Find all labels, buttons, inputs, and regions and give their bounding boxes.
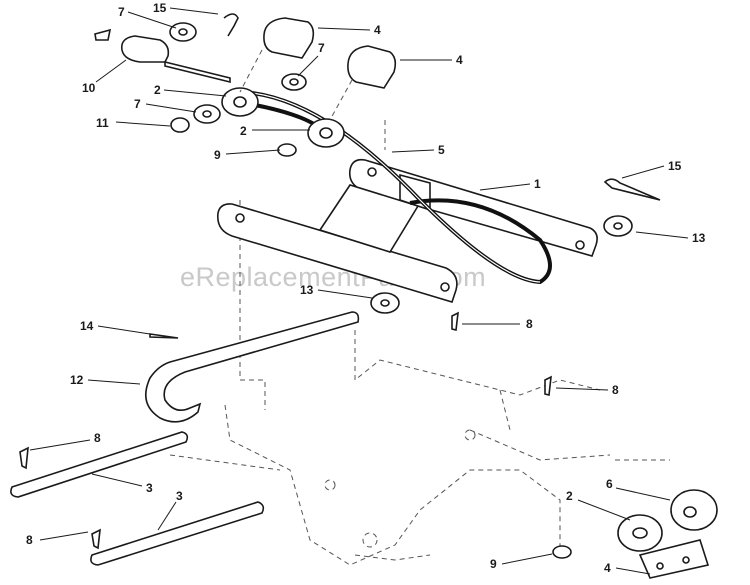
callout-label: 13 (300, 283, 314, 297)
callout-label: 3 (176, 489, 183, 503)
callout-labels: 7 15 4 7 4 10 2 7 11 2 9 5 1 15 13 13 8 … (26, 1, 706, 575)
callout-label: 15 (668, 159, 682, 173)
callout-label: 13 (692, 231, 706, 245)
frame-assembly (216, 158, 598, 303)
callout-label: 2 (154, 83, 161, 97)
callout-label: 8 (612, 383, 619, 397)
callout-label: 7 (134, 97, 141, 111)
bracket-parts (239, 17, 397, 121)
callout-label: 10 (82, 81, 96, 95)
callout-label: 8 (26, 533, 33, 547)
right-hardware (370, 178, 661, 314)
callout-label: 3 (146, 481, 153, 495)
callout-label: 2 (566, 489, 573, 503)
callout-label: 2 (240, 124, 247, 138)
callout-label: 9 (214, 148, 221, 162)
callout-label: 9 (490, 557, 497, 571)
callout-label: 8 (526, 317, 533, 331)
pulley-assembly (552, 489, 718, 579)
callout-label: 4 (604, 561, 611, 575)
callout-label: 7 (318, 41, 325, 55)
callout-label: 12 (70, 373, 84, 387)
callout-label: 15 (153, 1, 167, 15)
callout-label: 1 (534, 177, 541, 191)
pins (10, 311, 552, 566)
ghost-frame (169, 120, 670, 566)
callout-label: 8 (94, 431, 101, 445)
callout-label: 14 (80, 319, 94, 333)
leader-lines (29, 7, 689, 575)
callout-label: 4 (374, 23, 381, 37)
callout-label: 5 (438, 143, 445, 157)
callout-label: 6 (606, 477, 613, 491)
hook-rod (144, 311, 360, 423)
callout-label: 11 (96, 116, 109, 130)
callout-label: 7 (118, 5, 125, 19)
pin-assembly (94, 13, 345, 157)
callout-label: 4 (456, 53, 463, 67)
